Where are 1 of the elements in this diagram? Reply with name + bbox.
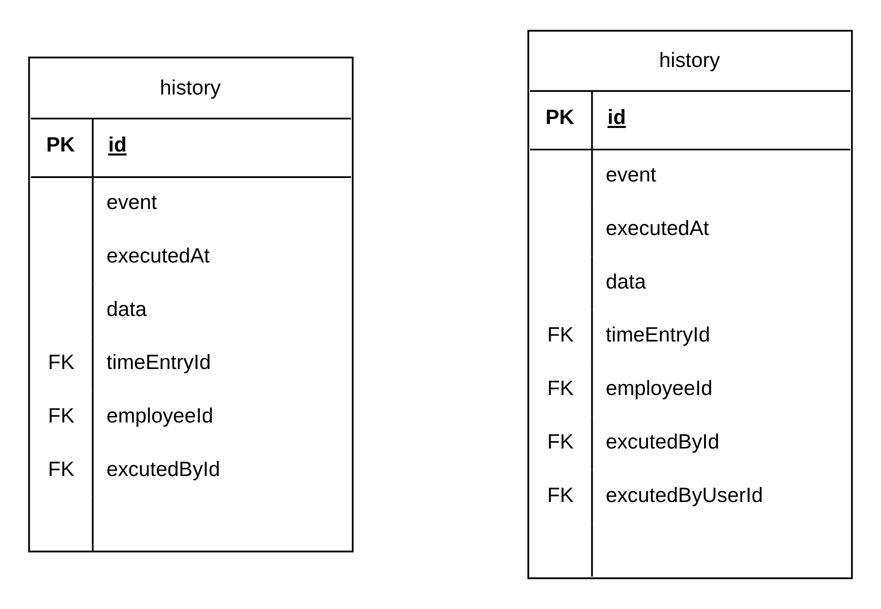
node-box: history PK id event executedAt data FK timeEntryId FK employeeId FK excutedById FK excutedByUserId <box>527 30 853 580</box>
